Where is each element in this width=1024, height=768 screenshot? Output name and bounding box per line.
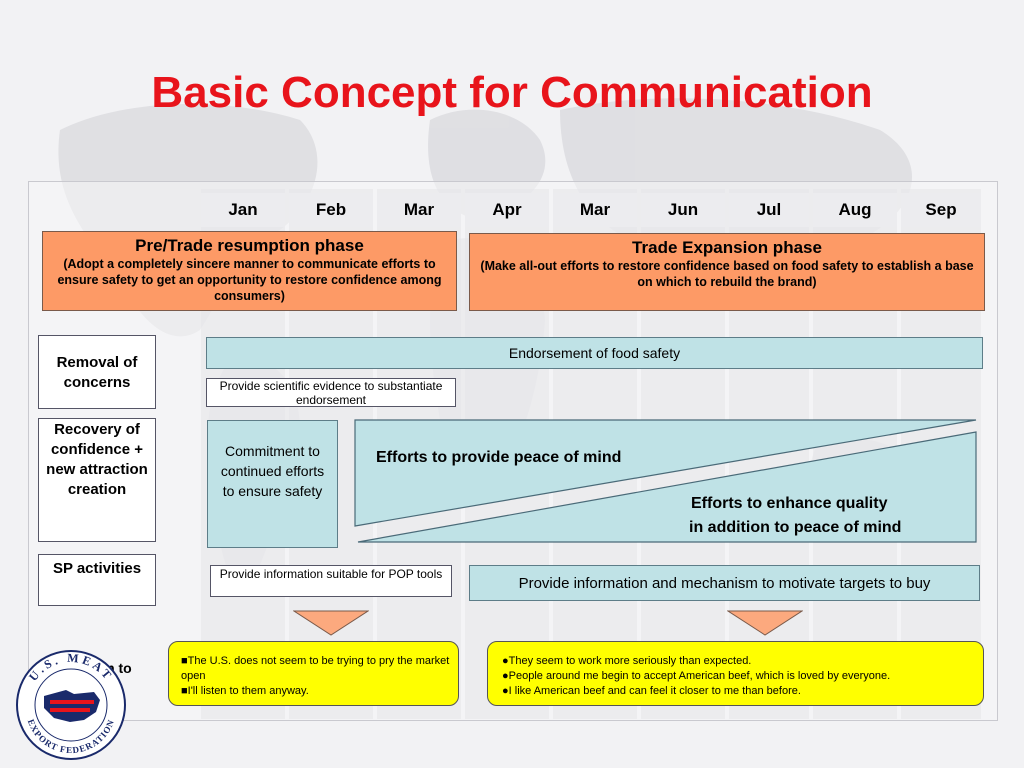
page-title: Basic Concept for Communication [151, 68, 873, 117]
phase-trade-expansion: Trade Expansion phase (Make all-out effo… [469, 233, 985, 311]
quality-label: Efforts to enhance quality in addition t… [689, 492, 979, 540]
month-label-jan: Jan [201, 193, 285, 227]
peace-of-mind-label: Efforts to provide peace of mind [376, 449, 622, 466]
month-label-aug: Aug [813, 193, 897, 227]
perception-box-expansion: ●They seem to work more seriously than e… [487, 641, 984, 706]
phase-trade-expansion-subtitle: (Make all-out efforts to restore confide… [480, 259, 974, 289]
peace-of-mind-wedge [354, 419, 977, 527]
phase-pre-trade-subtitle: (Adopt a completely sincere manner to co… [57, 257, 442, 303]
quality-label-line1: Efforts to enhance quality [691, 495, 888, 512]
commitment-box: Commitment to continued efforts to ensur… [207, 420, 338, 548]
phase-pre-trade: Pre/Trade resumption phase (Adopt a comp… [42, 231, 457, 311]
row-label-recovery: Recovery of confidence + new attraction … [38, 418, 156, 542]
perception-box-pre: ■The U.S. does not seem to be trying to … [168, 641, 459, 706]
row-label-sp: SP activities [38, 554, 156, 606]
perception-item: ■I'll listen to them anyway. [181, 685, 309, 697]
motivate-buy-bar: Provide information and mechanism to mot… [469, 565, 980, 601]
pop-tools-box: Provide information suitable for POP too… [210, 565, 452, 597]
month-label-mar-2: Mar [553, 193, 637, 227]
month-label-jul: Jul [729, 193, 809, 227]
month-label-feb: Feb [289, 193, 373, 227]
phase-pre-trade-title: Pre/Trade resumption phase [135, 236, 364, 255]
perception-item: ■The U.S. does not seem to be trying to … [181, 655, 450, 682]
down-arrow-icon [727, 610, 803, 636]
down-arrow-icon [293, 610, 369, 636]
endorsement-bar: Endorsement of food safety [206, 337, 983, 369]
scientific-evidence-box: Provide scientific evidence to substanti… [206, 378, 456, 407]
month-label-apr: Apr [465, 193, 549, 227]
perception-item: ●I like American beef and can feel it cl… [502, 685, 801, 697]
row-label-removal: Removal of concerns [38, 335, 156, 409]
perception-item: ●People around me begin to accept Americ… [502, 670, 891, 682]
month-label-mar: Mar [377, 193, 461, 227]
month-label-jun: Jun [641, 193, 725, 227]
perception-item: ●They seem to work more seriously than e… [502, 655, 752, 667]
quality-label-line2: in addition to peace of mind [689, 519, 902, 536]
efforts-wedge-chart [354, 419, 977, 543]
month-label-sep: Sep [901, 193, 981, 227]
quality-wedge [357, 431, 977, 543]
phase-trade-expansion-title: Trade Expansion phase [632, 238, 822, 257]
usmef-logo: U.S. MEAT EXPORT FEDERATION [16, 650, 126, 760]
